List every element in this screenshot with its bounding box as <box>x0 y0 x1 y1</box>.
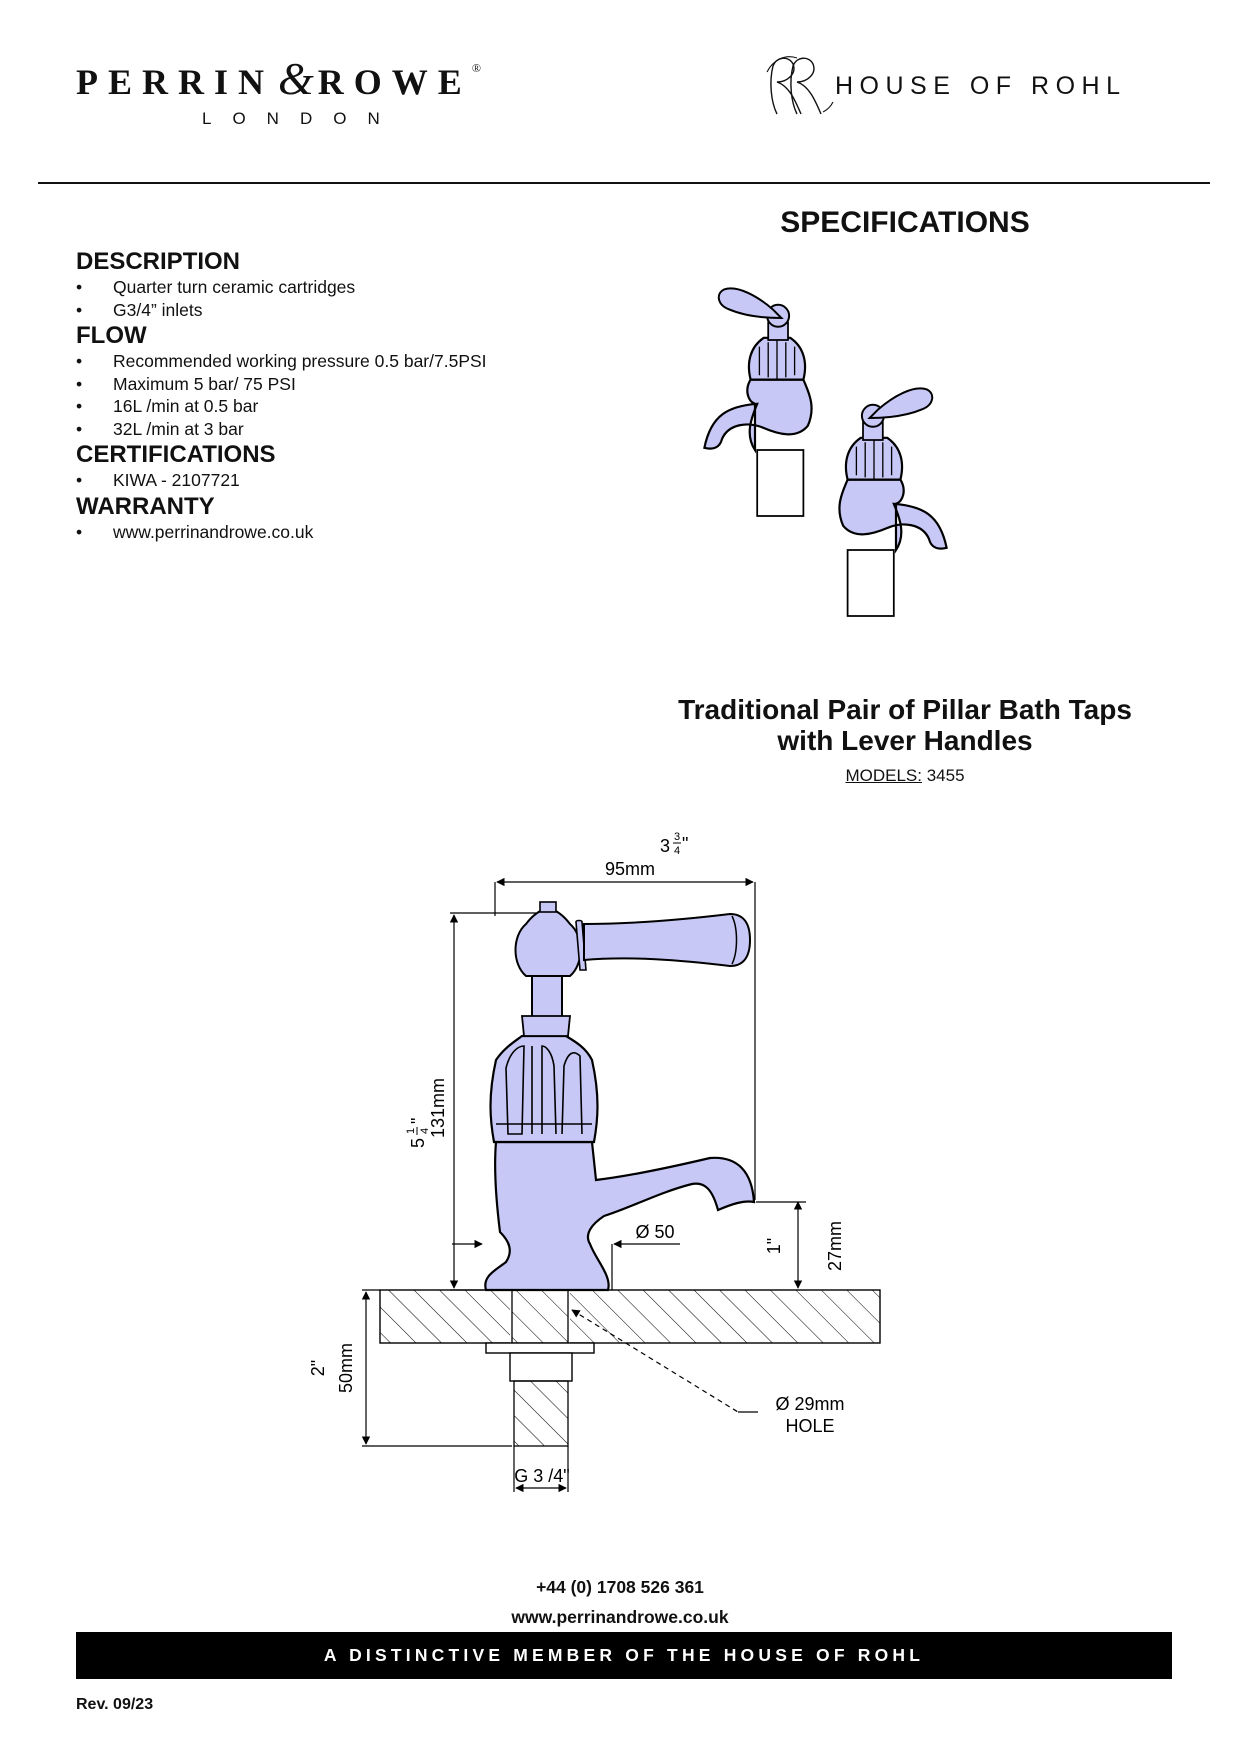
specifications-title: SPECIFICATIONS <box>780 206 1030 239</box>
tap-cap <box>514 906 582 977</box>
models-value: 3455 <box>926 766 965 785</box>
shank <box>511 1289 569 1344</box>
deck-depth-mm: 50mm <box>336 1343 356 1393</box>
spec-list: DESCRIPTION Quarter turn ceramic cartrid… <box>76 248 636 544</box>
footer-tagline-bar: A DISTINCTIVE MEMBER OF THE HOUSE OF ROH… <box>76 1632 1172 1679</box>
spout-height-inches: 1" <box>764 1238 784 1254</box>
header-divider <box>38 182 1210 184</box>
hole-diameter: Ø 29mm <box>775 1394 844 1414</box>
threaded-inlet <box>513 1380 569 1447</box>
hole-label: HOLE <box>785 1416 834 1436</box>
spec-items: www.perrinandrowe.co.uk <box>76 521 636 544</box>
product-title-line1: Traditional Pair of Pillar Bath Taps <box>678 694 1132 725</box>
revision-label: Rev. 09/23 <box>76 1696 154 1713</box>
spec-section-description: DESCRIPTION Quarter turn ceramic cartrid… <box>76 248 636 321</box>
footer-tagline: A DISTINCTIVE MEMBER OF THE HOUSE OF ROH… <box>323 1645 925 1665</box>
spec-item: KIWA - 2107721 <box>76 469 636 492</box>
width-mm: 95mm <box>605 859 655 879</box>
spec-item-warranty-link[interactable]: www.perrinandrowe.co.uk <box>76 521 636 544</box>
width-frac-den: 4 <box>674 845 680 857</box>
countertop-section <box>379 1289 881 1344</box>
spec-item: Recommended working pressure 0.5 bar/7.5… <box>76 350 636 373</box>
spec-item: G3/4” inlets <box>76 299 636 322</box>
deck-depth-inches: 2" <box>308 1360 328 1376</box>
website-link[interactable]: www.perrinandrowe.co.uk <box>511 1607 729 1627</box>
models-line: MODELS: 3455 <box>600 766 1210 786</box>
spec-items: KIWA - 2107721 <box>76 469 636 492</box>
spec-item: Quarter turn ceramic cartridges <box>76 276 636 299</box>
spec-item: Maximum 5 bar/ 75 PSI <box>76 373 636 396</box>
height-inches: 5 <box>408 1138 428 1148</box>
tap-pair-illustration <box>703 287 948 618</box>
spec-section-warranty: WARRANTY www.perrinandrowe.co.uk <box>76 493 636 544</box>
height-mm: 131mm <box>428 1078 448 1138</box>
brand-name-right: ROWE <box>317 62 472 102</box>
house-of-rohl-wordmark: HOUSE OF ROHL <box>835 72 1127 100</box>
backnut <box>509 1352 573 1382</box>
tap-body <box>484 1140 756 1292</box>
spec-heading: DESCRIPTION <box>76 248 241 275</box>
spec-item: 32L /min at 3 bar <box>76 418 636 441</box>
base-diameter: Ø 50 <box>635 1222 674 1242</box>
models-label: MODELS: <box>845 766 922 785</box>
width-inches: 3 <box>660 836 670 856</box>
brand-city: LONDON <box>202 109 401 128</box>
spec-heading: WARRANTY <box>76 492 215 520</box>
thread-size: G 3 /4" <box>514 1466 569 1486</box>
spec-section-flow: FLOW Recommended working pressure 0.5 ba… <box>76 322 636 440</box>
spout-height-mm: 27mm <box>825 1221 845 1271</box>
height-frac-den: 4 <box>419 1128 431 1134</box>
height-frac-suffix: " <box>408 1118 428 1124</box>
spec-section-certifications: CERTIFICATIONS KIWA - 2107721 <box>76 441 636 492</box>
spec-heading: CERTIFICATIONS <box>76 441 276 468</box>
phone-number[interactable]: +44 (0) 1708 526 361 <box>536 1577 704 1597</box>
spec-heading: FLOW <box>76 322 147 349</box>
height-frac-num: 1 <box>405 1128 417 1134</box>
spec-items: Quarter turn ceramic cartridges G3/4” in… <box>76 276 636 321</box>
width-frac-suffix: " <box>682 834 688 854</box>
lever-handle <box>583 912 752 968</box>
spec-item: 16L /min at 0.5 bar <box>76 395 636 418</box>
registered-mark: ® <box>471 61 481 75</box>
spec-items: Recommended working pressure 0.5 bar/7.5… <box>76 350 636 440</box>
brand-logo-perrin-rowe: PERRIN&ROWE® <box>76 52 481 105</box>
house-of-rohl-monogram-icon <box>766 56 834 115</box>
width-frac-num: 3 <box>674 831 680 843</box>
product-title-line2: with Lever Handles <box>777 725 1033 756</box>
brand-name-left: PERRIN <box>76 62 275 102</box>
technical-dimension-drawing: 3 3 4 " 95mm 5 1 4 " 131mm Ø 50 1" 27mm … <box>308 831 881 1493</box>
brand-ampersand: & <box>278 53 314 104</box>
backnut-washer <box>485 1342 595 1354</box>
product-title: Traditional Pair of Pillar Bath Taps wit… <box>600 694 1210 756</box>
